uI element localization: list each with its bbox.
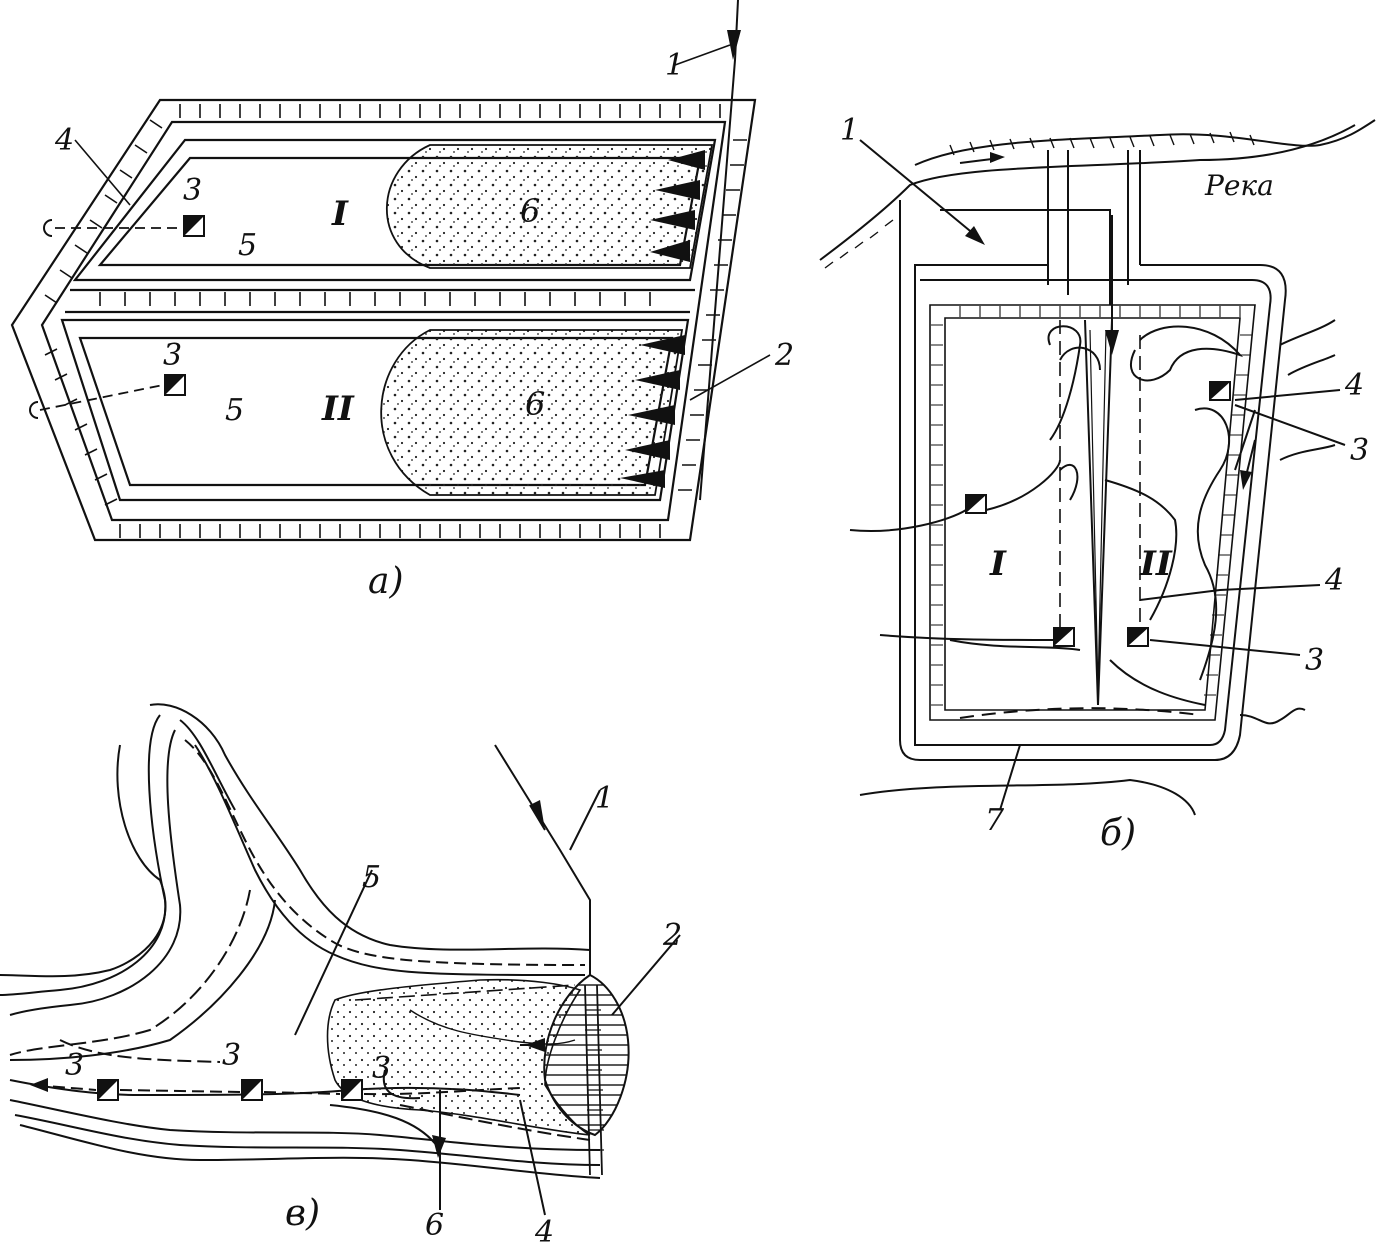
sediment-upper: [386, 144, 714, 269]
label-c-2: 2: [662, 918, 682, 953]
discharge-II: [39, 384, 164, 411]
panel-c: [0, 703, 681, 1216]
panel-c-labels: 1 2 5 3 3 3 6 4 в): [65, 781, 682, 1249]
basin-I-outline: [72, 138, 717, 282]
panel-a-labels: 1 2 4 3 3 5 5 6 6 I II а): [54, 48, 794, 602]
label-c-1: 1: [595, 781, 614, 816]
label-c-4: 4: [534, 1215, 554, 1249]
river-bank-lower: [819, 124, 1356, 261]
outer-dam-b: [899, 200, 1287, 761]
river-bank-top: [914, 119, 1376, 166]
caption-b: б): [1100, 813, 1136, 854]
label-a-5a: 5: [238, 228, 257, 263]
central-divider: [1084, 319, 1113, 706]
panel-b: [819, 119, 1376, 816]
inlet-arrows-upper: [650, 150, 705, 262]
label-a-3a: 3: [183, 173, 202, 208]
label-a-1: 1: [665, 48, 684, 83]
outer-dam-inner: [40, 120, 727, 522]
inlet-arrows-lower: [620, 335, 685, 488]
dam-hatching: [44, 104, 747, 538]
label-c-3a: 3: [65, 1048, 84, 1083]
label-b-4a: 4: [1344, 368, 1364, 403]
label-b-4b: 4: [1324, 563, 1344, 598]
caption-a: а): [368, 561, 404, 602]
label-b-basin-I: I: [989, 544, 1007, 584]
label-c-5: 5: [362, 860, 381, 895]
divider-dam: [65, 288, 695, 314]
panel-b-labels: Река 1 4 3 4 3 7 I II б): [840, 113, 1369, 854]
label-a-2: 2: [774, 338, 794, 373]
label-b-7: 7: [985, 803, 1005, 838]
inner-dam-b: [929, 304, 1256, 721]
leader-4: [74, 139, 131, 206]
valley-ridge: [149, 703, 591, 951]
label-b-1: 1: [840, 113, 859, 148]
label-c-3b: 3: [222, 1038, 241, 1073]
intake-canal: [1047, 150, 1141, 295]
label-b-3b: 3: [1305, 643, 1324, 678]
label-a-6a: 6: [520, 192, 540, 230]
label-a-3b: 3: [163, 338, 182, 373]
label-a-4: 4: [54, 123, 74, 158]
inflow-line: [699, 0, 739, 501]
label-c-6: 6: [425, 1208, 444, 1243]
label-b-basin-II: II: [1139, 544, 1173, 584]
label-a-6b: 6: [525, 385, 545, 423]
sediment-contours: [949, 325, 1244, 706]
label-a-5b: 5: [225, 393, 244, 428]
label-b-3a: 3: [1350, 433, 1369, 468]
valley-outer-left: [0, 744, 167, 978]
outer-dam-outline: [10, 98, 757, 542]
label-c-3c: 3: [372, 1051, 391, 1086]
panel-a: [10, 0, 771, 542]
label-river: Река: [1204, 169, 1274, 202]
leader-1: [674, 44, 731, 66]
label-basin-I: I: [331, 194, 349, 234]
caption-c: в): [285, 1193, 320, 1234]
leader-2: [689, 354, 771, 401]
sediment-lower: [380, 329, 684, 496]
basin-II-outline: [60, 318, 690, 502]
label-basin-II: II: [321, 389, 355, 429]
